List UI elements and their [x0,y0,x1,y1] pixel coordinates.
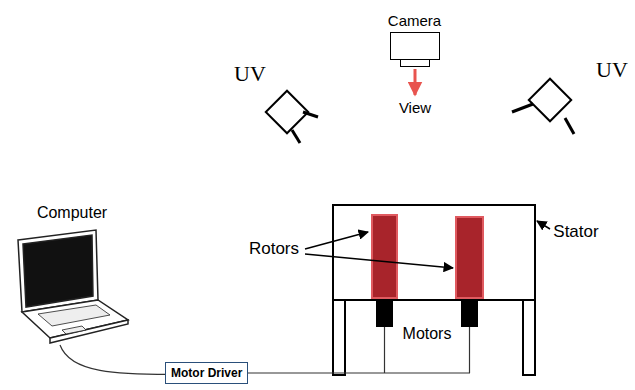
rotor [372,215,397,298]
view-label: View [399,99,431,116]
laptop-icon [18,230,128,343]
motor [376,301,393,327]
uv-lamp-left [266,91,318,143]
motor-label: Motors [403,325,452,343]
camera-lens [400,59,430,67]
computer-label: Computer [37,204,107,222]
stator-label: Stator [553,222,598,242]
driver-label: Motor Driver [171,366,242,380]
rotor [456,217,483,298]
uv-label: UV [234,61,266,86]
camera-label: Camera [388,12,441,29]
stator-frame [333,205,535,375]
driver-box: Motor Driver [165,362,248,384]
uv-label: UV [596,57,628,82]
uv-lamp-right [512,79,574,134]
rotor-label: Rotors [249,239,299,259]
camera-box: Camera [390,32,440,60]
leader-line [305,221,550,268]
view-arrow [414,69,417,95]
motor [461,301,478,327]
